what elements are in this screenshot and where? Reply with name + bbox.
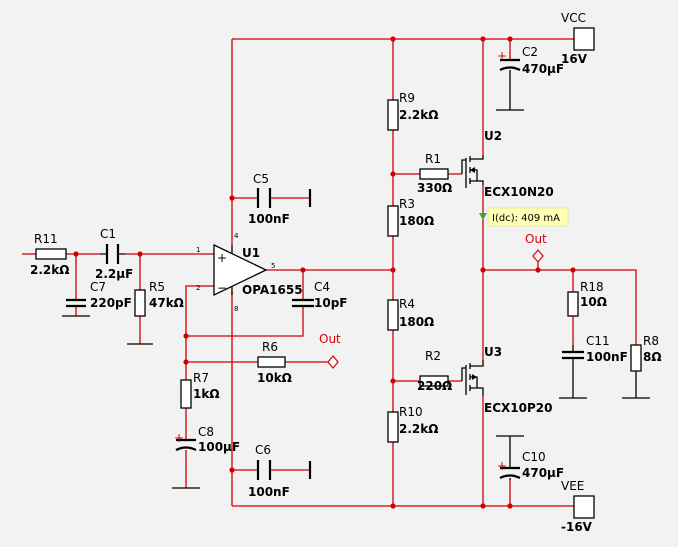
capacitor-c6: C6 100nF [248,443,312,499]
svg-text:C7: C7 [90,280,106,294]
vcc-port: VCC 16V [561,11,595,66]
svg-text:VEE: VEE [561,479,584,493]
svg-text:47kΩ: 47kΩ [149,296,184,310]
svg-text:C2: C2 [522,45,538,59]
svg-text:100nF: 100nF [248,485,290,499]
resistor-r10: R10 2.2kΩ [387,405,438,443]
svg-text:Out: Out [319,332,341,346]
resistor-r7: R7 1kΩ [180,371,220,409]
mosfet-u2: U2 ECX10N20 [461,129,554,199]
svg-text:+: + [497,49,507,63]
svg-text:+: + [497,459,507,473]
svg-text:10Ω: 10Ω [580,295,607,309]
resistor-r11: R11 2.2kΩ [30,232,69,277]
svg-text:R10: R10 [399,405,423,419]
svg-text:R3: R3 [399,197,415,211]
resistor-r8: R8 8Ω [622,334,662,399]
out-net-flag-top: Out [525,232,547,263]
svg-text:-16V: -16V [561,520,593,534]
svg-text:R7: R7 [193,371,209,385]
svg-text:R9: R9 [399,91,415,105]
capacitor-c7: C7 220pF [62,280,132,317]
svg-text:100nF: 100nF [248,212,290,226]
svg-text:220Ω: 220Ω [417,379,452,393]
svg-text:+: + [217,251,227,265]
svg-text:4: 4 [234,232,239,240]
resistor-r1: R1 330Ω [417,152,452,195]
resistor-r2: R2 220Ω [417,349,452,393]
svg-text:C10: C10 [522,450,546,464]
svg-text:8: 8 [234,305,238,313]
svg-text:R6: R6 [262,340,278,354]
out-net-flag-feedback: Out [319,332,341,369]
capacitor-c4: C4 10pF [292,280,348,310]
resistor-r9: R9 2.2kΩ [387,91,438,131]
svg-text:100µF: 100µF [198,440,240,454]
svg-text:R5: R5 [149,280,165,294]
svg-text:2.2kΩ: 2.2kΩ [399,422,438,436]
capacitor-c1: C1 2.2µF [95,227,133,281]
svg-text:U1: U1 [242,246,260,260]
svg-text:R1: R1 [425,152,441,166]
svg-text:10pF: 10pF [314,296,348,310]
svg-text:C6: C6 [255,443,271,457]
vee-port: VEE -16V [561,479,595,534]
svg-text:−: − [217,281,227,295]
svg-text:OPA1655: OPA1655 [242,283,303,297]
svg-text:Out: Out [525,232,547,246]
resistor-r18: R18 10Ω [567,280,607,317]
svg-text:U2: U2 [484,129,502,143]
resistor-r5: R5 47kΩ [127,280,184,345]
svg-text:1: 1 [196,246,200,254]
svg-text:2.2kΩ: 2.2kΩ [30,263,69,277]
svg-text:ECX10P20: ECX10P20 [484,401,552,415]
svg-text:R4: R4 [399,297,415,311]
svg-text:+: + [174,431,184,445]
svg-text:470µF: 470µF [522,62,564,76]
svg-text:R8: R8 [643,334,659,348]
svg-text:C5: C5 [253,172,269,186]
svg-text:2.2µF: 2.2µF [95,267,133,281]
svg-text:180Ω: 180Ω [399,315,434,329]
capacitor-c8: + C8 100µF [172,425,240,489]
resistor-r4: R4 180Ω [387,297,434,331]
svg-text:R18: R18 [580,280,604,294]
svg-text:220pF: 220pF [90,296,132,310]
svg-text:470µF: 470µF [522,466,564,480]
capacitor-c11: C11 100nF [559,334,628,399]
svg-text:VCC: VCC [561,11,586,25]
capacitor-c5: C5 100nF [248,172,312,226]
svg-text:2: 2 [196,284,200,292]
svg-text:C4: C4 [314,280,330,294]
svg-text:R11: R11 [34,232,58,246]
svg-text:330Ω: 330Ω [417,181,452,195]
svg-text:10kΩ: 10kΩ [257,371,292,385]
resistor-r6: R6 10kΩ [257,340,292,385]
resistor-r3: R3 180Ω [387,197,434,237]
svg-text:U3: U3 [484,345,502,359]
svg-text:100nF: 100nF [586,350,628,364]
svg-text:C8: C8 [198,425,214,439]
svg-text:1kΩ: 1kΩ [193,387,220,401]
mosfet-u3: U3 ECX10P20 [461,345,552,415]
svg-text:ECX10N20: ECX10N20 [484,185,554,199]
svg-text:8Ω: 8Ω [643,350,662,364]
svg-text:2.2kΩ: 2.2kΩ [399,108,438,122]
junction-dots [73,36,576,509]
svg-text:5: 5 [271,262,275,270]
opamp-u1: + − 1 2 5 4 8 U1 OPA1655 [196,232,303,313]
svg-text:R2: R2 [425,349,441,363]
svg-text:16V: 16V [561,52,588,66]
capacitor-c10: + C10 470µF [496,435,564,480]
current-probe: I(dc): 409 mA [479,207,569,227]
svg-text:I(dc): 409 mA: I(dc): 409 mA [492,213,560,224]
capacitor-c2: + C2 470µF [496,45,564,111]
svg-text:C1: C1 [100,227,116,241]
svg-text:180Ω: 180Ω [399,214,434,228]
svg-text:C11: C11 [586,334,610,348]
